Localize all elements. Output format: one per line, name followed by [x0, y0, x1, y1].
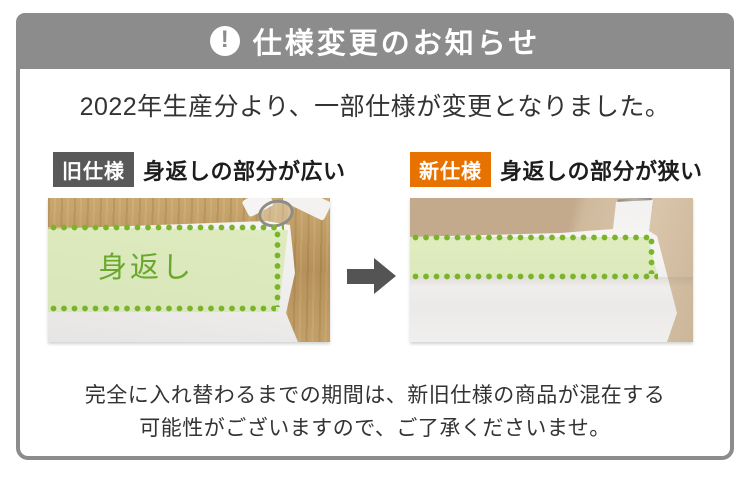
dotted-outline-bottom: [412, 273, 658, 280]
footer-note-line2: 可能性がございますので、ご了承くださいませ。: [139, 417, 611, 440]
footer-note: 完全に入れ替わるまでの期間は、新旧仕様の商品が混在する 可能性がございますので、…: [20, 379, 730, 445]
dotted-outline-top: [50, 224, 284, 231]
facing-highlight-wide: [48, 227, 288, 312]
arrow-shaft: [347, 269, 374, 284]
old-spec-photo: 身返し: [48, 198, 330, 342]
new-spec-label-row: 新仕様 身返しの部分が狭い: [410, 152, 703, 187]
arrow-right-icon: [347, 258, 396, 294]
old-spec-label-row: 旧仕様 身返しの部分が広い: [53, 152, 346, 187]
dotted-outline-top: [412, 234, 652, 241]
dotted-outline-bottom: [50, 305, 276, 312]
new-spec-badge: 新仕様: [410, 152, 491, 187]
dotted-outline-right: [274, 231, 281, 307]
footer-note-line1: 完全に入れ替わるまでの期間は、新旧仕様の商品が混在する: [84, 384, 666, 407]
notice-header: ! 仕様変更のお知らせ: [16, 13, 734, 69]
new-spec-caption: 身返しの部分が狭い: [500, 158, 703, 184]
intro-text: 2022年生産分より、一部仕様が変更となりました。: [79, 93, 671, 121]
arrow-head: [374, 258, 396, 294]
notice-title: 仕様変更のお知らせ: [252, 28, 541, 60]
old-spec-caption: 身返しの部分が広い: [143, 158, 346, 184]
dotted-outline-right: [648, 238, 655, 274]
notice-card: ! 仕様変更のお知らせ 2022年生産分より、一部仕様が変更となりました。 旧仕…: [16, 13, 734, 460]
fabric-fold-shadow: [410, 277, 693, 287]
old-spec-badge: 旧仕様: [53, 152, 134, 187]
facing-annotation: 身返し: [98, 252, 195, 284]
exclamation-icon: !: [209, 26, 240, 56]
facing-highlight-narrow: [410, 237, 658, 277]
new-spec-photo: [410, 198, 693, 342]
